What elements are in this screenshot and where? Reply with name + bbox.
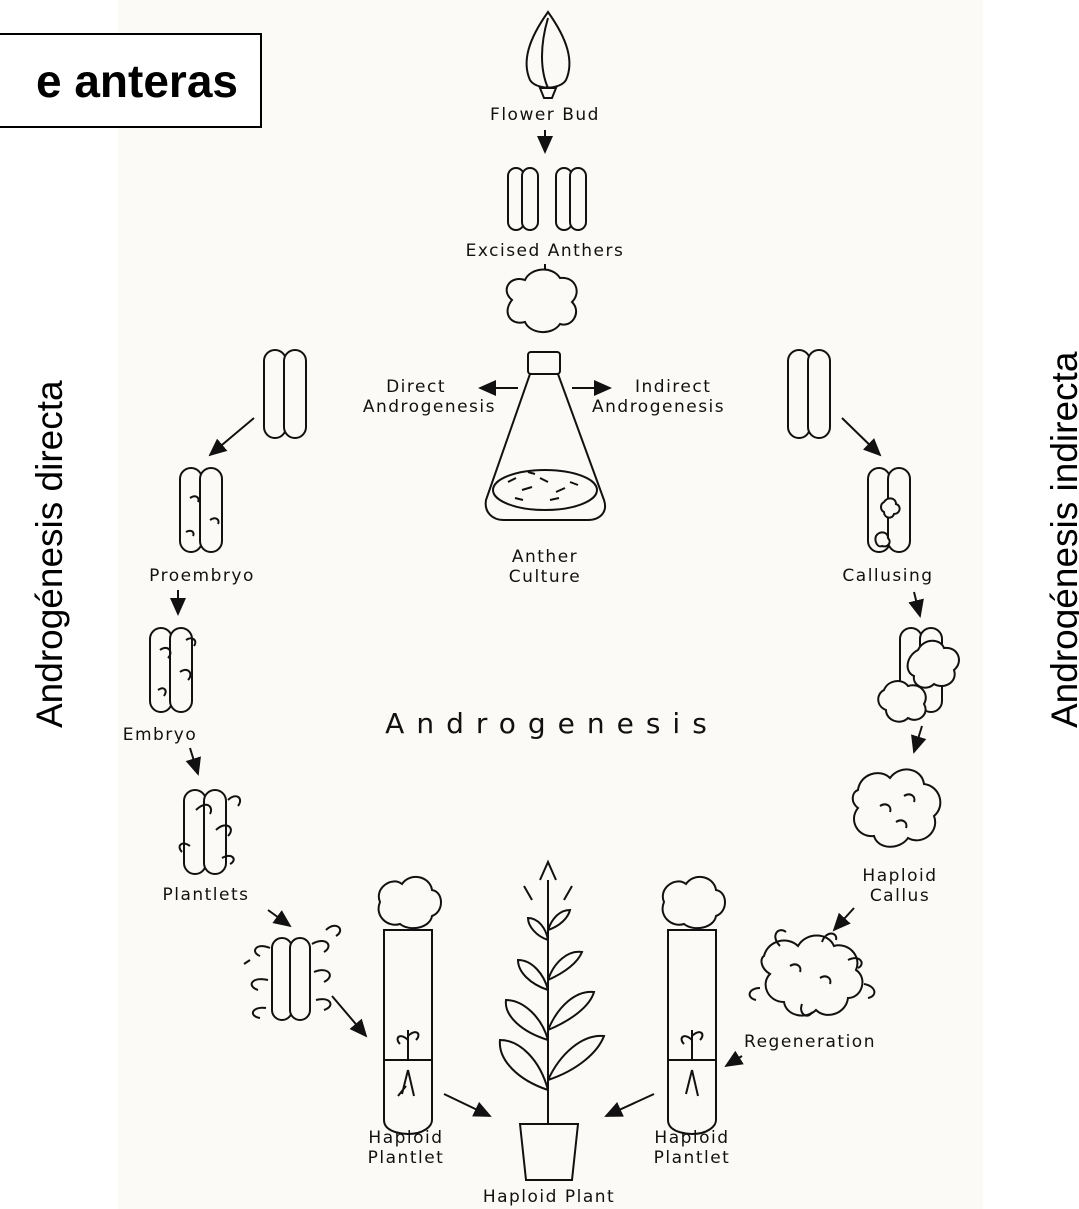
arrow-direct-1 [210,418,254,455]
callus-icon [878,628,959,722]
arrow-callus-to-regeneration [834,908,854,930]
arrow-regeneration-to-tube [726,1056,742,1066]
arrow-left-tube-to-plant [444,1094,490,1116]
anther-pair-icon [788,350,830,438]
label-haploid-callus-1: Haploid [862,866,937,886]
label-direct-1: Direct [386,377,446,397]
label-direct-2: Androgenesis [363,397,496,417]
label-proembryo: Proembryo [149,566,255,586]
arrow-plantlets-down [268,910,290,926]
anther-pair-icon [264,350,306,438]
label-anther-culture-1: Anther [512,547,578,567]
label-indirect-2: Androgenesis [592,397,725,417]
label-haploid-plant: Haploid Plant [483,1187,615,1207]
test-tube-icon [663,877,725,1134]
label-haploid-plantlet-right-2: Plantlet [654,1148,731,1168]
center-title: Androgenesis [385,707,719,740]
arrow-to-left-tube [332,996,366,1036]
label-haploid-plantlet-left-2: Plantlet [368,1148,445,1168]
anther-pair-icon [508,168,586,230]
label-embryo: Embryo [123,725,198,745]
culture-flask-icon [486,270,605,520]
label-plantlets: Plantlets [162,885,249,905]
embryo-icon [150,628,195,712]
arrow-callusing-down [914,592,920,616]
flower-bud-icon [527,12,570,98]
leafy-plantlets-icon [244,926,340,1020]
plantlets-icon [180,790,241,874]
arrow-callus-down [914,726,922,752]
label-haploid-plantlet-right-1: Haploid [654,1128,729,1148]
arrow-embryo-to-plantlets [190,748,198,774]
test-tube-icon [379,877,441,1134]
label-haploid-callus-2: Callus [870,886,930,906]
label-excised-anthers: Excised Anthers [466,241,625,261]
label-indirect-1: Indirect [635,377,711,397]
callus-icon [853,769,941,846]
callusing-icon [868,468,910,552]
proembryo-icon [180,468,222,552]
regeneration-icon [750,930,875,1016]
arrow-indirect-1 [842,418,880,455]
label-flower-bud: Flower Bud [490,105,600,125]
label-haploid-plantlet-left-1: Haploid [368,1128,443,1148]
label-callusing: Callusing [842,566,933,586]
arrow-right-tube-to-plant [606,1094,654,1116]
label-regeneration: Regeneration [744,1032,876,1052]
potted-plant-icon [500,862,604,1180]
label-anther-culture-2: Culture [509,567,581,587]
